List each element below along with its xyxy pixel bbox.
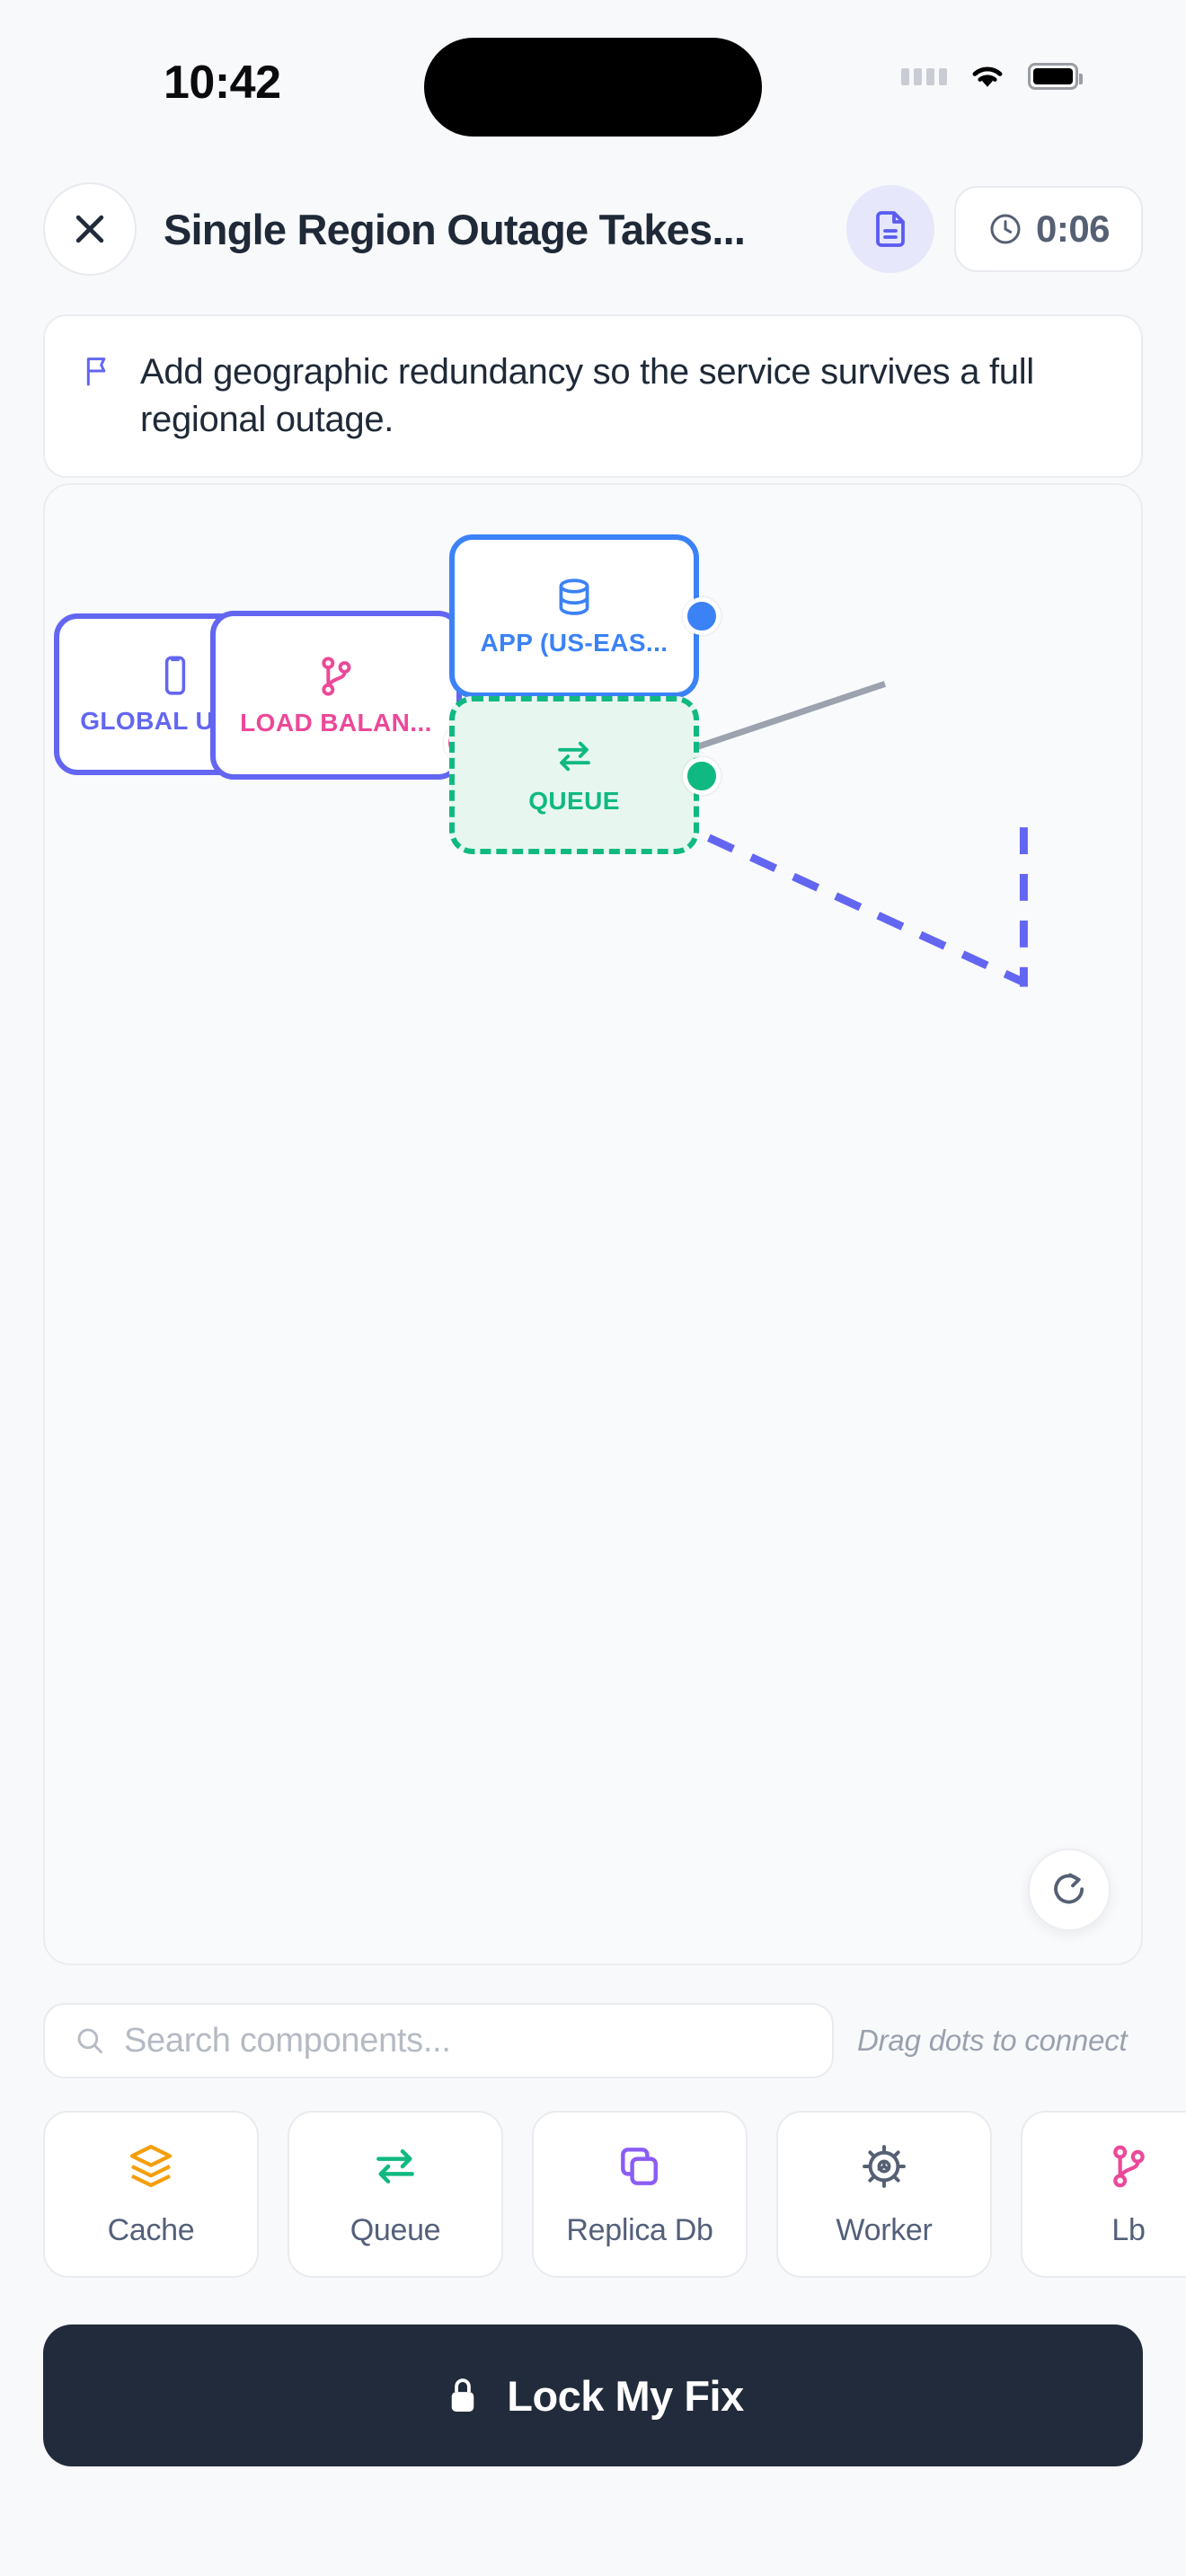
palette-item-label: Replica Db	[566, 2212, 713, 2247]
git-branch-icon	[1113, 2145, 1145, 2187]
timer-pill[interactable]: 0:06	[954, 186, 1143, 272]
port-queue-out[interactable]	[683, 757, 721, 795]
search-row: Drag dots to connect	[43, 2003, 1186, 2078]
palette-item-queue[interactable]: Queue	[288, 2111, 503, 2278]
palette-item-replica-db[interactable]: Replica Db	[532, 2111, 748, 2278]
reset-canvas-button[interactable]	[1028, 1848, 1111, 1931]
architecture-canvas[interactable]: GLOBAL USE... LOAD BALAN... APP (US-EAS.…	[43, 483, 1143, 1965]
lock-my-fix-button[interactable]: Lock My Fix	[43, 2325, 1143, 2466]
battery-icon	[1028, 63, 1083, 90]
database-icon	[559, 578, 589, 615]
palette-item-label: Worker	[836, 2212, 933, 2247]
palette-item-worker[interactable]: Worker	[776, 2111, 992, 2278]
document-icon	[876, 211, 905, 247]
close-icon	[75, 215, 104, 243]
task-banner: Add geographic redundancy so the service…	[43, 314, 1143, 478]
search-field-wrapper[interactable]	[43, 2003, 834, 2078]
dynamic-island	[424, 38, 762, 137]
close-button[interactable]	[43, 182, 137, 276]
layers-icon	[129, 2144, 173, 2187]
refresh-icon	[1054, 1873, 1084, 1904]
edge-lb-to-queue	[664, 815, 1026, 986]
copy-icon	[621, 2147, 658, 2185]
palette-item-label: Lb	[1111, 2212, 1146, 2247]
edge-lb-to-app	[661, 681, 887, 762]
wifi-icon	[972, 66, 1003, 87]
signal-dots-icon	[901, 67, 947, 85]
app-header: Single Region Outage Takes... 0:06	[0, 180, 1186, 278]
task-description: Add geographic redundancy so the service…	[140, 352, 1034, 439]
status-bar: 10:42	[0, 0, 1186, 171]
node-app-us-east[interactable]: APP (US-EAS...	[449, 534, 699, 698]
node-label: APP (US-EAS...	[480, 629, 668, 657]
palette-item-label: Cache	[107, 2212, 195, 2247]
timer-value: 0:06	[1035, 207, 1111, 250]
component-palette[interactable]: Cache Queue Replica Db Worker	[0, 2111, 1186, 2281]
status-bar-time: 10:42	[164, 57, 281, 109]
queue-arrows-icon	[376, 2148, 414, 2183]
palette-item-lb[interactable]: Lb	[1021, 2111, 1186, 2278]
search-icon	[77, 2028, 103, 2054]
node-label: QUEUE	[528, 787, 620, 815]
search-input[interactable]	[124, 2021, 803, 2060]
flag-icon	[86, 357, 106, 386]
palette-item-label: Queue	[350, 2212, 441, 2247]
node-queue[interactable]: QUEUE	[449, 696, 699, 854]
lock-my-fix-label: Lock My Fix	[507, 2371, 744, 2420]
node-label: LOAD BALAN...	[240, 709, 432, 737]
queue-arrows-icon	[558, 741, 590, 772]
node-load-balancer[interactable]: LOAD BALAN...	[210, 611, 462, 780]
lock-icon	[451, 2378, 474, 2413]
gear-icon	[863, 2144, 906, 2188]
clock-icon	[990, 214, 1021, 244]
document-button[interactable]	[846, 185, 934, 273]
drag-hint-text: Drag dots to connect	[857, 2024, 1128, 2057]
page-title: Single Region Outage Takes...	[164, 205, 746, 253]
status-bar-indicators	[901, 61, 1083, 92]
git-branch-icon	[322, 657, 351, 696]
port-app-out[interactable]	[683, 597, 721, 635]
smartphone-icon	[164, 656, 186, 695]
palette-item-cache[interactable]: Cache	[43, 2111, 259, 2278]
